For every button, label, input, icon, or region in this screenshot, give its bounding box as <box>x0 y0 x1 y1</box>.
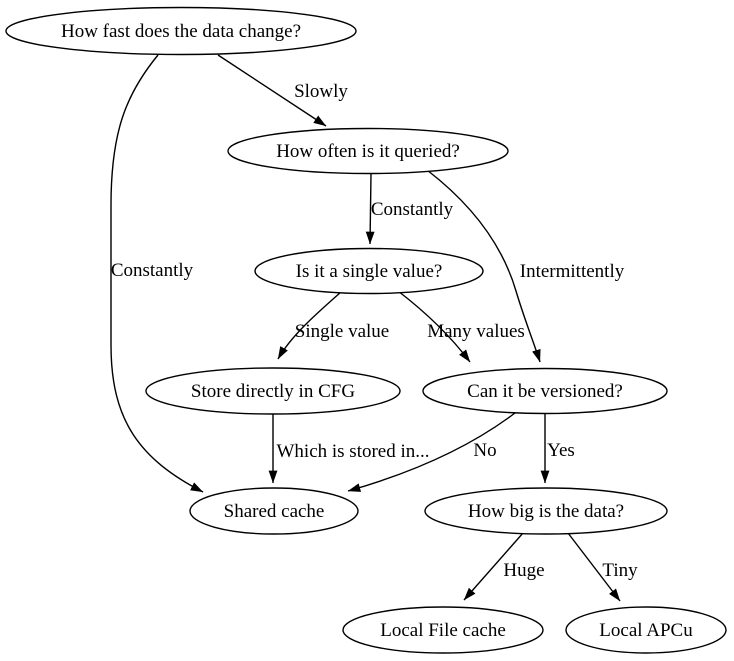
node-how-big-is-data: How big is the data? <box>424 487 668 535</box>
node-how-often-queried: How often is it queried? <box>227 127 509 175</box>
edge-slowly: Slowly <box>217 54 348 127</box>
edge-intermittently-line <box>426 169 541 363</box>
edge-label-many-values: Many values <box>427 321 525 342</box>
node-single-value-label: Is it a single value? <box>296 261 443 282</box>
edge-label-tiny: Tiny <box>602 560 638 581</box>
node-local-file-label: Local File cache <box>380 620 506 641</box>
node-shared-cache: Shared cache <box>189 487 359 535</box>
edge-constantly-to-single-value: Constantly <box>365 173 454 245</box>
edge-slowly-line <box>217 54 327 127</box>
node-how-fast-label: How fast does the data change? <box>61 21 301 42</box>
edge-label-which-stored: Which is stored in... <box>276 441 429 462</box>
node-how-fast-does-data-change: How fast does the data change? <box>5 6 357 56</box>
edge-constantly-to-shared-cache: Constantly <box>110 54 204 493</box>
node-store-cfg-ellipse <box>145 367 401 415</box>
edge-label-constantly-mid: Constantly <box>371 199 454 220</box>
node-versioned-label: Can it be versioned? <box>467 381 623 402</box>
node-local-apcu-ellipse <box>565 606 727 654</box>
node-local-apcu-label: Local APCu <box>599 620 693 641</box>
node-shared-cache-label: Shared cache <box>224 501 325 522</box>
edge-label-intermittently: Intermittently <box>520 261 625 282</box>
edge-label-slowly: Slowly <box>294 81 348 102</box>
node-local-apcu: Local APCu <box>565 606 727 654</box>
edge-single-value-line <box>277 291 342 360</box>
node-store-cfg-label: Store directly in CFG <box>191 381 355 402</box>
node-how-often-ellipse <box>227 127 509 175</box>
edge-constantly-mid-line <box>365 173 375 245</box>
edge-which-is-stored-in: Which is stored in... <box>268 414 430 484</box>
node-how-often-label: How often is it queried? <box>276 141 460 162</box>
edge-tiny-line <box>567 532 621 602</box>
edge-huge-line <box>463 532 524 601</box>
node-local-file-ellipse <box>342 606 544 654</box>
edge-label-huge: Huge <box>503 560 544 581</box>
edge-many-values: Many values <box>397 290 525 363</box>
node-versioned-ellipse <box>422 367 668 415</box>
node-store-directly-in-cfg: Store directly in CFG <box>145 367 401 415</box>
node-can-it-be-versioned: Can it be versioned? <box>422 367 668 415</box>
node-single-value-ellipse <box>254 247 484 295</box>
node-how-fast-ellipse <box>5 6 357 56</box>
edge-huge: Huge <box>463 532 545 601</box>
edge-intermittently: Intermittently <box>426 169 625 363</box>
edge-yes: Yes <box>540 413 575 484</box>
node-local-file-cache: Local File cache <box>342 606 544 654</box>
node-is-single-value: Is it a single value? <box>254 247 484 295</box>
edge-single-value: Single value <box>277 291 389 360</box>
edge-constantly-left-line <box>110 54 204 493</box>
edge-no: No <box>347 412 516 492</box>
edge-no-line <box>347 412 516 492</box>
edge-label-no: No <box>473 440 496 461</box>
edge-label-constantly-left: Constantly <box>111 260 194 281</box>
edge-many-values-line <box>397 290 471 363</box>
node-shared-cache-ellipse <box>189 487 359 535</box>
edge-label-single-value: Single value <box>295 321 389 342</box>
edge-label-yes: Yes <box>547 440 575 461</box>
node-how-big-ellipse <box>424 487 668 535</box>
node-how-big-label: How big is the data? <box>468 501 624 522</box>
edge-tiny: Tiny <box>567 532 638 602</box>
